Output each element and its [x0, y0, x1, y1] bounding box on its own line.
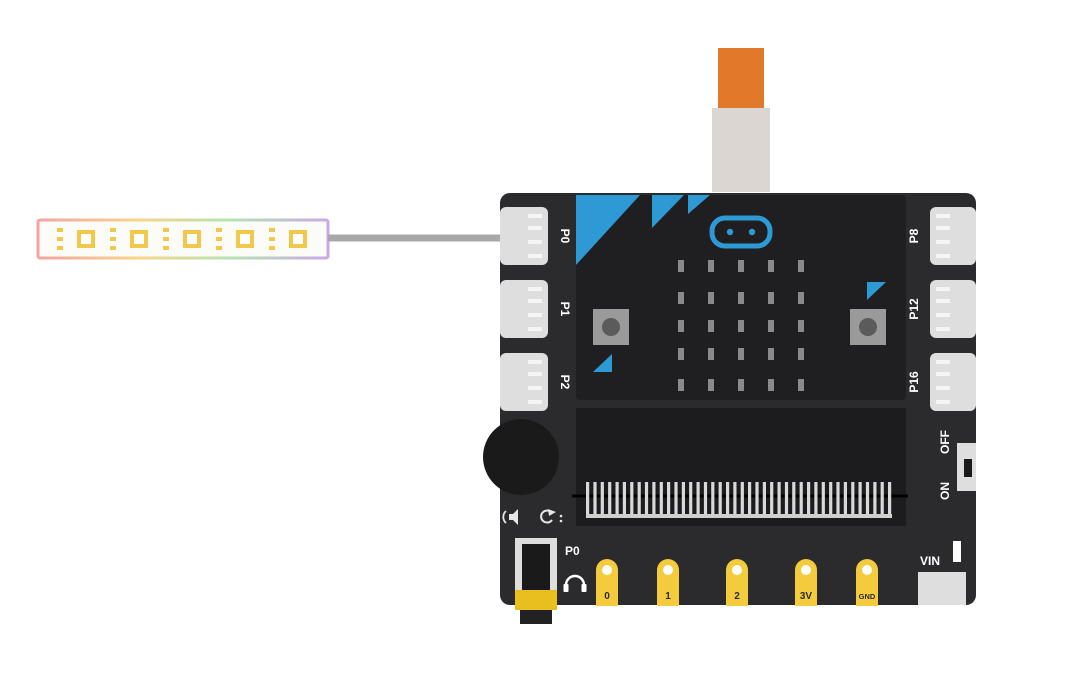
led-matrix — [678, 260, 804, 391]
jack-label: P0 — [565, 544, 580, 558]
strip-pad — [57, 228, 63, 250]
matrix-led — [708, 348, 714, 360]
matrix-led — [708, 379, 714, 391]
expansion-board: P0 P1 P2 P8 P12 — [483, 193, 976, 624]
port-p0-label: P0 — [558, 229, 572, 244]
reset-icon — [540, 509, 563, 524]
orange-cable — [718, 48, 764, 108]
audio-jack[interactable] — [515, 538, 557, 624]
matrix-led — [738, 320, 744, 332]
strip-pad — [216, 228, 222, 250]
edge-pin-gnd[interactable]: GND — [856, 559, 878, 606]
switch-off-label: OFF — [938, 430, 952, 454]
switch-on-label: ON — [938, 482, 952, 500]
strip-pad — [110, 228, 116, 250]
edge-pin-0-label: 0 — [604, 591, 610, 602]
edge-pin-0[interactable]: 0 — [596, 559, 618, 606]
edge-pin-gnd-label: GND — [859, 592, 876, 601]
strip-led — [77, 230, 95, 248]
port-p16-label: P16 — [907, 371, 921, 393]
matrix-led — [798, 260, 804, 272]
matrix-led — [678, 260, 684, 272]
matrix-led — [678, 320, 684, 332]
edge-pin-2-label: 2 — [734, 591, 740, 602]
edge-pin-2[interactable]: 2 — [726, 559, 748, 606]
port-p1[interactable]: P1 — [500, 280, 572, 338]
matrix-led — [738, 348, 744, 360]
edge-pin-1-label: 1 — [665, 591, 671, 602]
matrix-led — [678, 379, 684, 391]
corner-stripe-right — [688, 195, 710, 214]
microbit-logo-icon — [709, 215, 773, 249]
matrix-led — [798, 292, 804, 304]
power-switch[interactable] — [957, 443, 976, 491]
vin-connector[interactable] — [918, 572, 966, 605]
port-p1-label: P1 — [558, 302, 572, 317]
matrix-led — [768, 348, 774, 360]
strip-led — [289, 230, 307, 248]
matrix-led — [708, 260, 714, 272]
microbit — [576, 195, 906, 400]
cable-connector — [712, 108, 770, 192]
strip-led — [236, 230, 254, 248]
matrix-led — [768, 260, 774, 272]
edge-pin-3v[interactable]: 3V — [795, 559, 817, 606]
port-p2-label: P2 — [558, 375, 572, 390]
buzzer — [483, 419, 559, 495]
port-p8[interactable]: P8 — [907, 207, 976, 265]
port-p0[interactable]: P0 — [500, 207, 572, 265]
strip-led — [130, 230, 148, 248]
matrix-led — [708, 320, 714, 332]
port-p16[interactable]: P16 — [907, 353, 976, 411]
matrix-led — [738, 379, 744, 391]
matrix-led — [768, 292, 774, 304]
port-p12-label: P12 — [907, 298, 921, 320]
vin-marker — [953, 541, 961, 562]
matrix-led — [678, 292, 684, 304]
corner-stripe-left — [576, 195, 640, 265]
matrix-led — [798, 320, 804, 332]
matrix-led — [768, 379, 774, 391]
button-a[interactable] — [593, 309, 629, 345]
headphone-icon — [563, 574, 587, 592]
strip-pad — [163, 228, 169, 250]
matrix-led — [678, 348, 684, 360]
edge-connector-comb — [586, 482, 892, 518]
matrix-led — [768, 320, 774, 332]
port-p12[interactable]: P12 — [907, 280, 976, 338]
speaker-icon — [502, 509, 518, 525]
corner-stripe-mid — [652, 195, 684, 228]
button-b-marker — [867, 282, 886, 300]
matrix-led — [798, 379, 804, 391]
edge-pin-3v-label: 3V — [800, 591, 813, 602]
port-p2[interactable]: P2 — [500, 353, 572, 411]
port-p8-label: P8 — [907, 228, 921, 243]
button-a-marker — [593, 354, 612, 372]
strip-led — [183, 230, 201, 248]
matrix-led — [798, 348, 804, 360]
button-b[interactable] — [850, 309, 886, 345]
matrix-led — [738, 292, 744, 304]
led-strip — [36, 218, 330, 260]
top-cable — [712, 48, 770, 192]
edge-pin-1[interactable]: 1 — [657, 559, 679, 606]
strip-pad — [269, 228, 275, 250]
matrix-led — [708, 292, 714, 304]
matrix-led — [738, 260, 744, 272]
vin-label: VIN — [920, 554, 940, 568]
